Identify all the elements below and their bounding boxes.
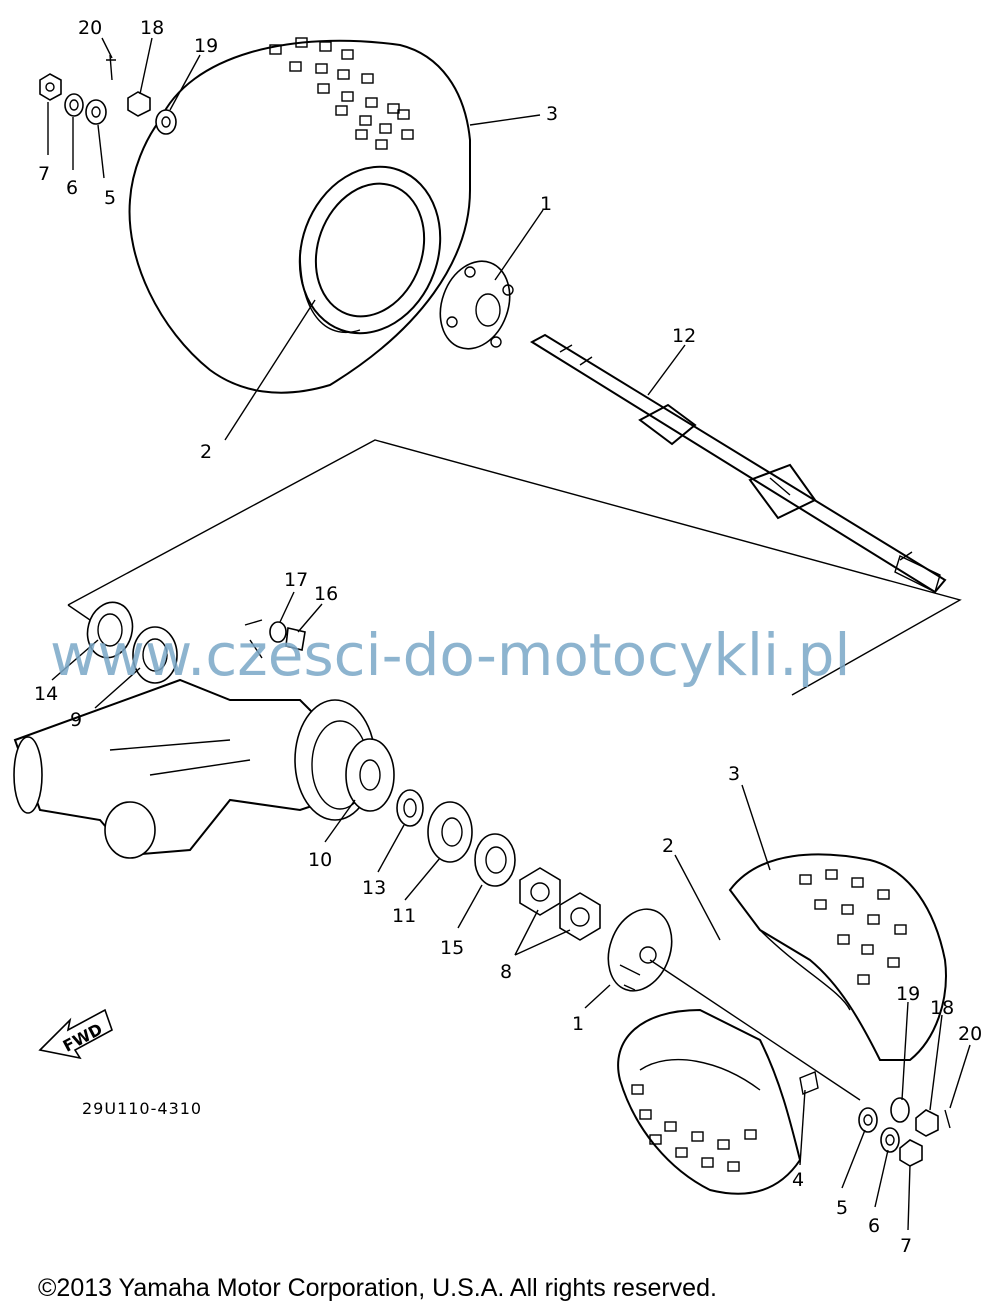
watermark: www.czesci-do-motocykli.pl (50, 621, 851, 689)
top-hub (439, 260, 514, 350)
callout-3: 3 (546, 103, 558, 125)
callout-6-bottom: 6 (868, 1215, 880, 1237)
callout-20-bottom: 20 (958, 1023, 982, 1045)
callout-11: 11 (392, 905, 416, 927)
callout-1-bottom: 1 (572, 1013, 584, 1035)
callout-18: 18 (140, 17, 164, 39)
callout-19: 19 (194, 35, 218, 57)
callout-8: 8 (500, 961, 512, 983)
top-small-parts (39, 54, 177, 135)
callout-17: 17 (284, 569, 308, 591)
callout-4-bottom: 4 (792, 1169, 804, 1191)
bottom-wheel (607, 853, 951, 1195)
callout-18-bottom: 18 (930, 997, 954, 1019)
callout-16: 16 (314, 583, 338, 605)
callout-2-bottom: 2 (662, 835, 674, 857)
callout-6: 6 (66, 177, 78, 199)
callout-20: 20 (78, 17, 102, 39)
callout-10: 10 (308, 849, 332, 871)
callout-13: 13 (362, 877, 386, 899)
leader-lines (47, 37, 971, 1231)
callout-2: 2 (200, 441, 212, 463)
callout-12: 12 (672, 325, 696, 347)
top-tire (128, 37, 471, 394)
callout-14: 14 (34, 683, 58, 705)
middle-assembly (13, 601, 601, 941)
callout-1: 1 (540, 193, 552, 215)
callout-19-bottom: 19 (896, 983, 920, 1005)
callout-3-bottom: 3 (728, 763, 740, 785)
diagram-code: 29U110-4310 (82, 1099, 202, 1118)
copyright-notice: ©2013 Yamaha Motor Corporation, U.S.A. A… (38, 1274, 717, 1302)
callout-7: 7 (38, 163, 50, 185)
callout-7-bottom: 7 (900, 1235, 912, 1257)
callouts-top: 20 18 19 7 6 5 3 1 2 12 (38, 17, 696, 463)
fwd-arrow-icon: FWD (38, 1008, 113, 1060)
axle-shaft (530, 333, 947, 594)
callout-9: 9 (70, 709, 82, 731)
callouts-middle: 17 16 14 9 10 13 11 15 8 (34, 569, 512, 983)
exploded-box (67, 439, 962, 696)
callout-5-bottom: 5 (836, 1197, 848, 1219)
callouts-bottom: 3 2 1 19 18 20 4 5 6 7 (572, 763, 982, 1257)
callout-5: 5 (104, 187, 116, 209)
callout-15: 15 (440, 937, 464, 959)
